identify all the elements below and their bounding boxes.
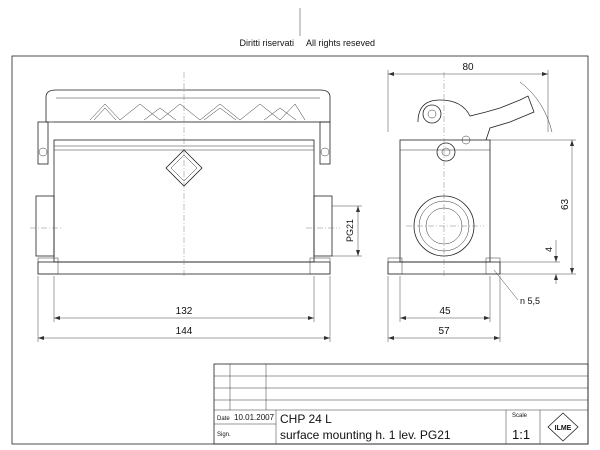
part-code: CHP 24 L	[280, 412, 332, 426]
drawing-frame	[11, 55, 589, 445]
dim-height: 63	[560, 198, 571, 210]
dim-width-outer: 144	[176, 326, 193, 337]
logo-text: ILME	[555, 425, 572, 432]
right-lever-pivot-icon	[320, 147, 330, 157]
dim-total: 57	[438, 326, 450, 337]
right-cable-entry	[313, 195, 333, 257]
title-block: Date 10.01.2007 Sign. CHP 24 L surface m…	[213, 363, 589, 445]
lever-swing-arc	[519, 81, 553, 133]
left-lever	[37, 121, 49, 165]
scale-value: 1:1	[512, 427, 530, 442]
hole-leader	[493, 269, 519, 301]
left-lever-pivot-icon	[38, 147, 48, 157]
scale-label: Scale	[512, 413, 528, 419]
dim-base: 45	[439, 306, 451, 317]
front-view: PG21 132 144	[30, 72, 362, 342]
rights-reserved-it: Diritti riservati	[239, 38, 294, 48]
date-value: 10.01.2007	[234, 413, 275, 422]
left-cable-entry	[35, 195, 55, 257]
rights-reserved-en: All rights reseved	[306, 38, 375, 48]
dim-small: 4	[544, 247, 554, 252]
ilme-brand-logo-icon: ILME	[547, 412, 579, 442]
date-label: Date	[217, 416, 230, 422]
thread-label: PG21	[345, 219, 355, 242]
side-view: 80 63 4 n 5,5 45 57	[387, 62, 576, 342]
lock-pin-icon	[436, 142, 456, 162]
side-lever	[417, 95, 535, 141]
right-lever	[319, 121, 331, 165]
part-description: surface mounting h. 1 lev. PG21	[280, 428, 451, 442]
dim-width-inner: 132	[176, 306, 193, 317]
lid-ribs	[89, 103, 306, 121]
sign-label: Sign.	[217, 432, 231, 438]
dim-top: 80	[462, 62, 474, 73]
lid-outline	[45, 89, 331, 123]
lever-pivot-icon	[422, 104, 442, 124]
hole-callout: n 5,5	[520, 296, 540, 306]
